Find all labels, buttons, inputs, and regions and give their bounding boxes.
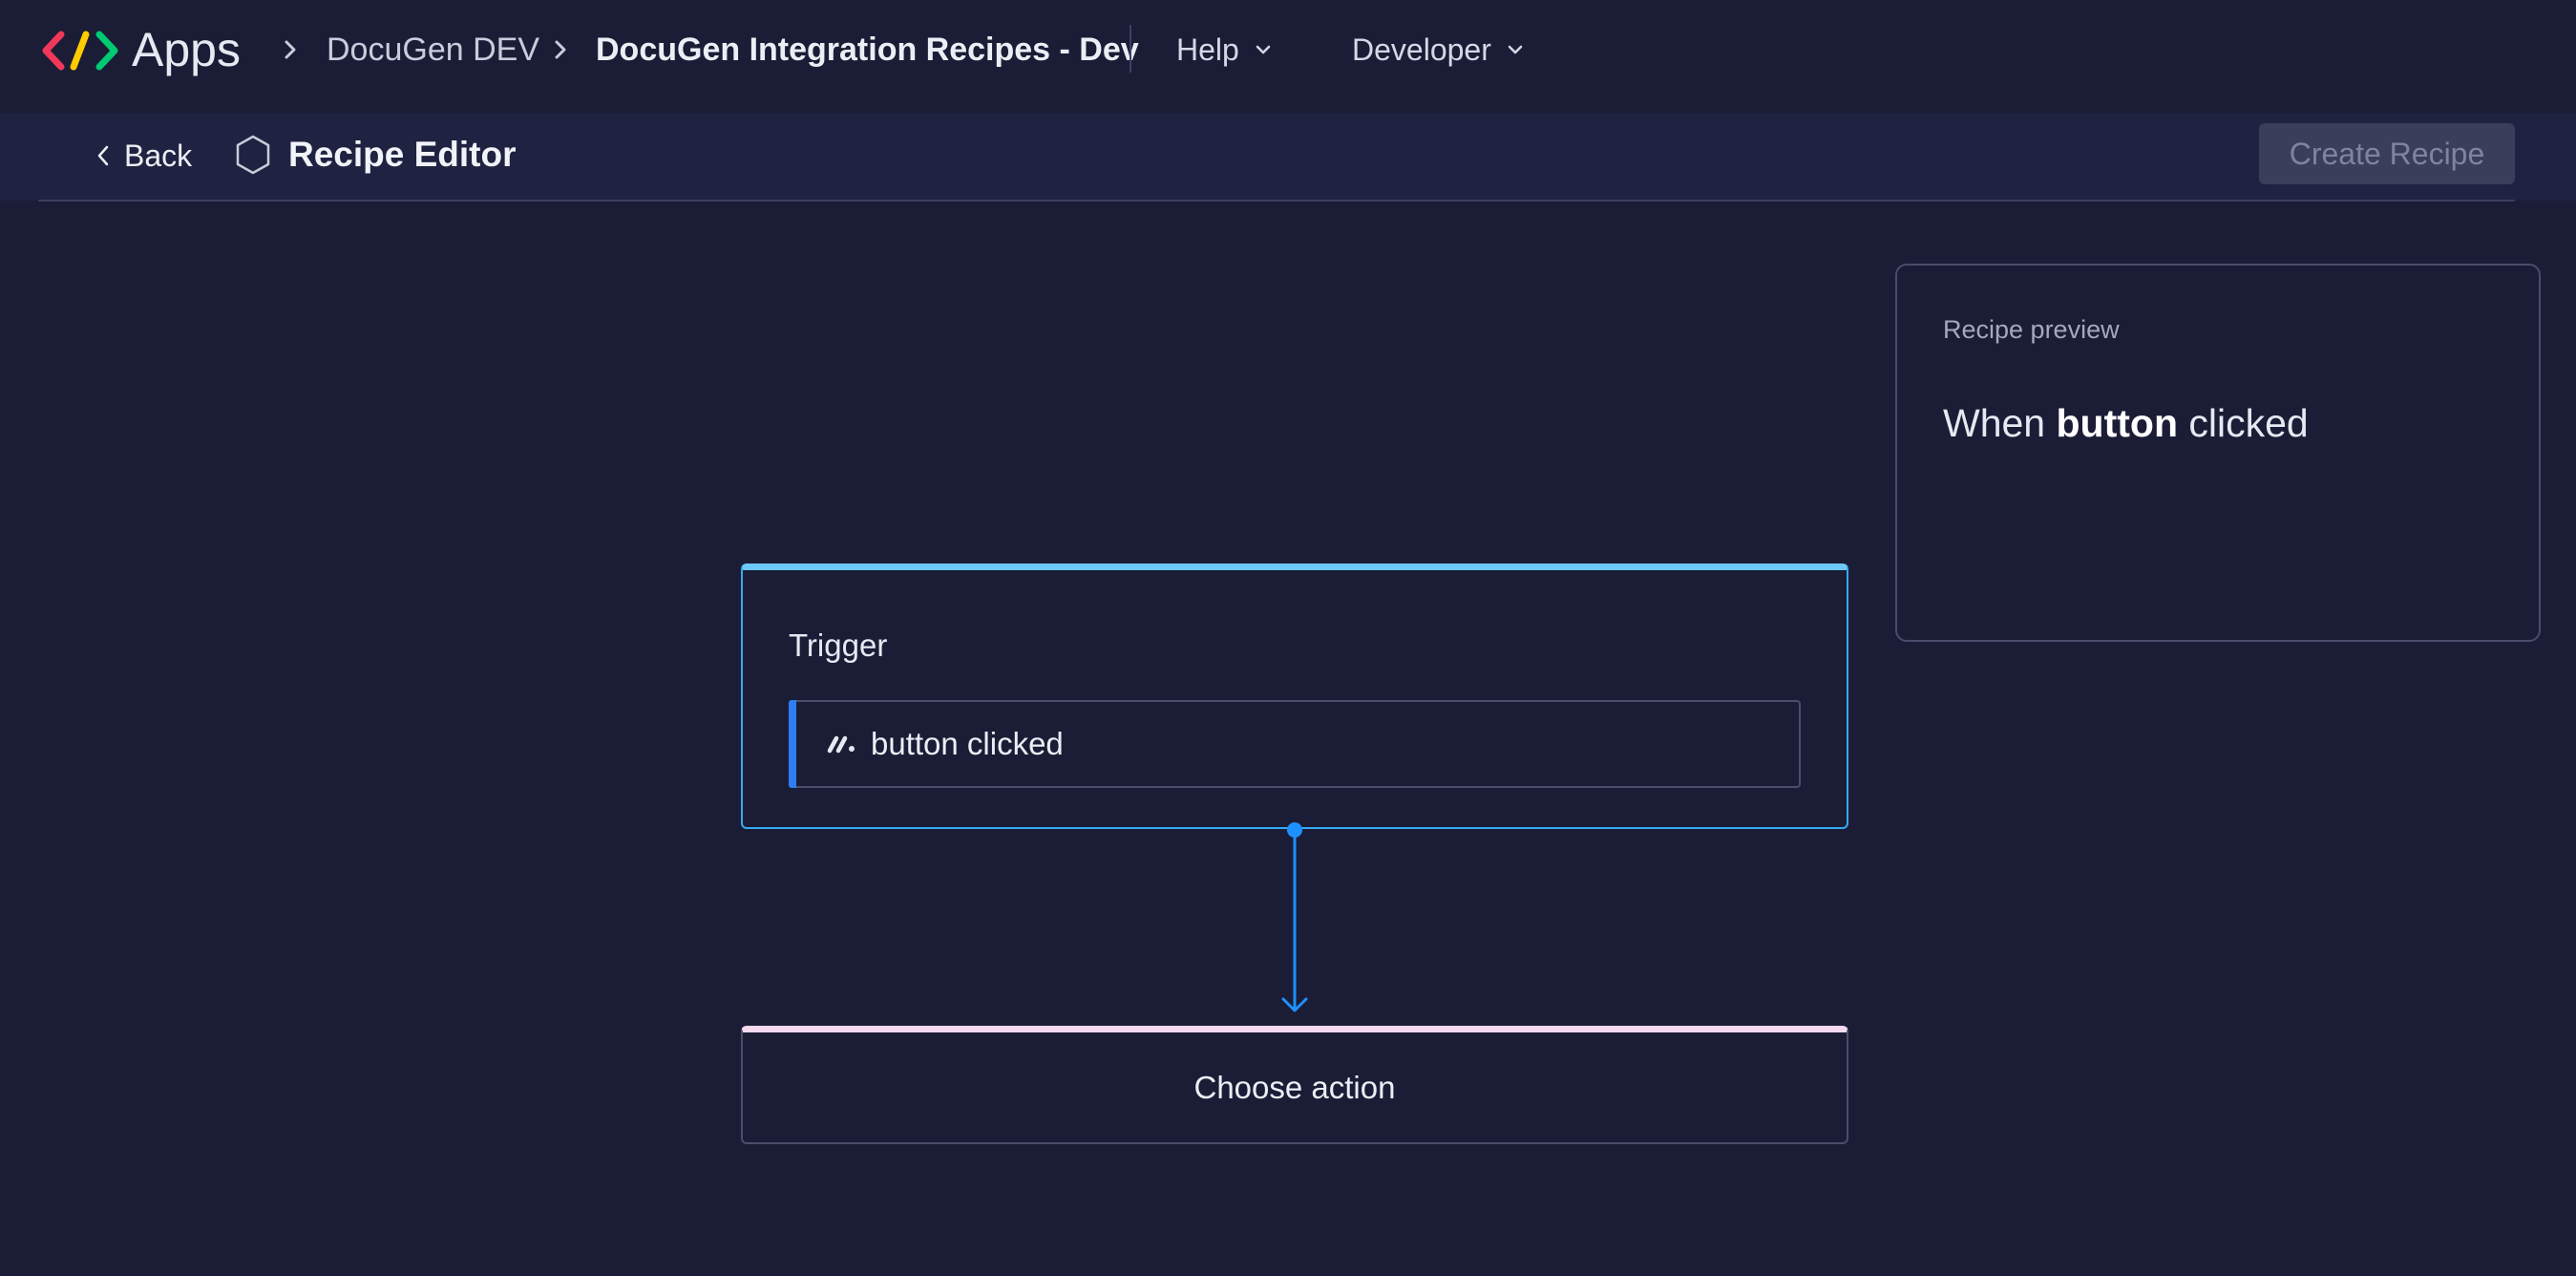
- back-button[interactable]: Back: [94, 132, 192, 180]
- connector-arrow: [1281, 822, 1308, 1012]
- preview-text-bold: button: [2056, 401, 2178, 445]
- breadcrumb-docugen-dev[interactable]: DocuGen DEV: [327, 32, 539, 68]
- breadcrumb-current[interactable]: DocuGen Integration Recipes - Dev: [596, 32, 1139, 68]
- recipe-preview-panel: Recipe preview When button clicked: [1895, 264, 2541, 642]
- chevron-left-icon: [97, 145, 109, 166]
- chevron-down-icon: [1256, 45, 1271, 54]
- chevron-right-icon: [555, 40, 566, 59]
- preview-text-prefix: When: [1943, 401, 2046, 445]
- preview-text-suffix: clicked: [2188, 401, 2309, 445]
- developer-menu-label: Developer: [1352, 32, 1491, 67]
- apps-logo-icon[interactable]: [42, 29, 118, 73]
- create-recipe-button[interactable]: Create Recipe: [2259, 123, 2515, 184]
- choose-action-label: Choose action: [1193, 1069, 1396, 1105]
- page-title-text: Recipe Editor: [288, 135, 517, 174]
- page-title: Recipe Editor: [235, 128, 517, 181]
- developer-menu[interactable]: Developer: [1352, 25, 1526, 74]
- monday-brand-icon: [827, 735, 855, 754]
- back-button-label: Back: [124, 138, 193, 173]
- help-menu[interactable]: Help: [1176, 25, 1274, 74]
- apps-title[interactable]: Apps: [132, 23, 241, 76]
- chevron-down-icon: [1508, 45, 1523, 54]
- recipe-preview-label: Recipe preview: [1943, 315, 2120, 344]
- divider: [1130, 25, 1131, 73]
- chevron-right-icon: [285, 40, 296, 59]
- trigger-card[interactable]: Trigger button clicked: [741, 564, 1848, 829]
- trigger-item-label: button clicked: [871, 726, 1064, 761]
- help-menu-label: Help: [1176, 32, 1239, 67]
- header-divider: [38, 200, 2515, 202]
- trigger-item[interactable]: button clicked: [789, 700, 1801, 788]
- recipe-preview-sentence: When button clicked: [1943, 401, 2309, 446]
- editor-header: [0, 113, 2576, 201]
- top-navigation-bar: Apps DocuGen DEV DocuGen Integration Rec…: [0, 0, 2576, 99]
- trigger-item-accent: [789, 700, 796, 788]
- hexagon-icon: [236, 135, 270, 175]
- choose-action-card[interactable]: Choose action: [741, 1026, 1848, 1144]
- trigger-label: Trigger: [789, 627, 888, 663]
